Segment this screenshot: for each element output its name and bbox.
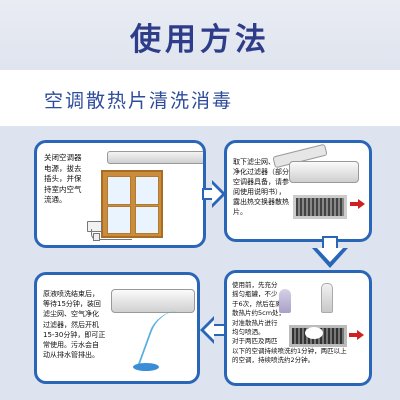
page-title: 使用方法 [130, 22, 270, 58]
drain-hose-icon [136, 311, 190, 367]
step-4-card: 原液喷洗结束后， 等待15分钟，装回 滤尘网、空气净化 过滤器，然后开机 15-… [34, 272, 200, 384]
open-window-icon [101, 170, 163, 238]
step-2-text: 取下滤尘网、空气 净化过滤器（部分 空调器具备，请参 阅使用说明书）， 露出热交… [233, 158, 289, 216]
step-3-card: 使用前，先充分 摇匀瓶罐，不少 于6次，然后在离 散热片约5cm处， 对准散热片… [224, 270, 372, 386]
arrow-left [200, 316, 226, 344]
power-cable-icon [91, 229, 132, 240]
header: 使用方法 [0, 0, 400, 70]
air-conditioner-icon [289, 161, 359, 183]
air-conditioner-icon [107, 151, 203, 164]
plug-icon [93, 233, 100, 241]
spray-can-icon [321, 283, 333, 313]
step-4-text: 原液喷洗结束后， 等待15分钟，装回 滤尘网、空气净化 过滤器，然后开机 15-… [43, 290, 106, 360]
page-subtitle: 空调散热片清洗消毒 [44, 90, 234, 112]
step-1-card: 关闭空调器 电源，拔去 插头，并保 持室内空气 流通。 [34, 140, 206, 248]
red-arrow-icon [350, 202, 360, 206]
red-arrow-icon [349, 333, 359, 337]
step-1-text: 关闭空调器 电源，拔去 插头，并保 持室内空气 流通。 [44, 153, 82, 204]
step-3-text: 使用前，先充分 摇匀瓶罐，不少 于6次，然后在离 散热片约5cm处， 对准散热片… [232, 281, 347, 365]
subtitle-band: 空调散热片清洗消毒 [0, 70, 400, 126]
foam-spray-icon [305, 327, 323, 339]
spray-can-icon [279, 289, 291, 313]
step-2-card: 取下滤尘网、空气 净化过滤器（部分 空调器具备，请参 阅使用说明书）， 露出热交… [224, 140, 372, 242]
arrow-right-1 [202, 180, 226, 208]
air-conditioner-icon [111, 289, 195, 313]
arrow-down [312, 236, 348, 270]
heat-exchanger-fins-icon [293, 195, 347, 219]
water-drain-icon [133, 363, 159, 371]
